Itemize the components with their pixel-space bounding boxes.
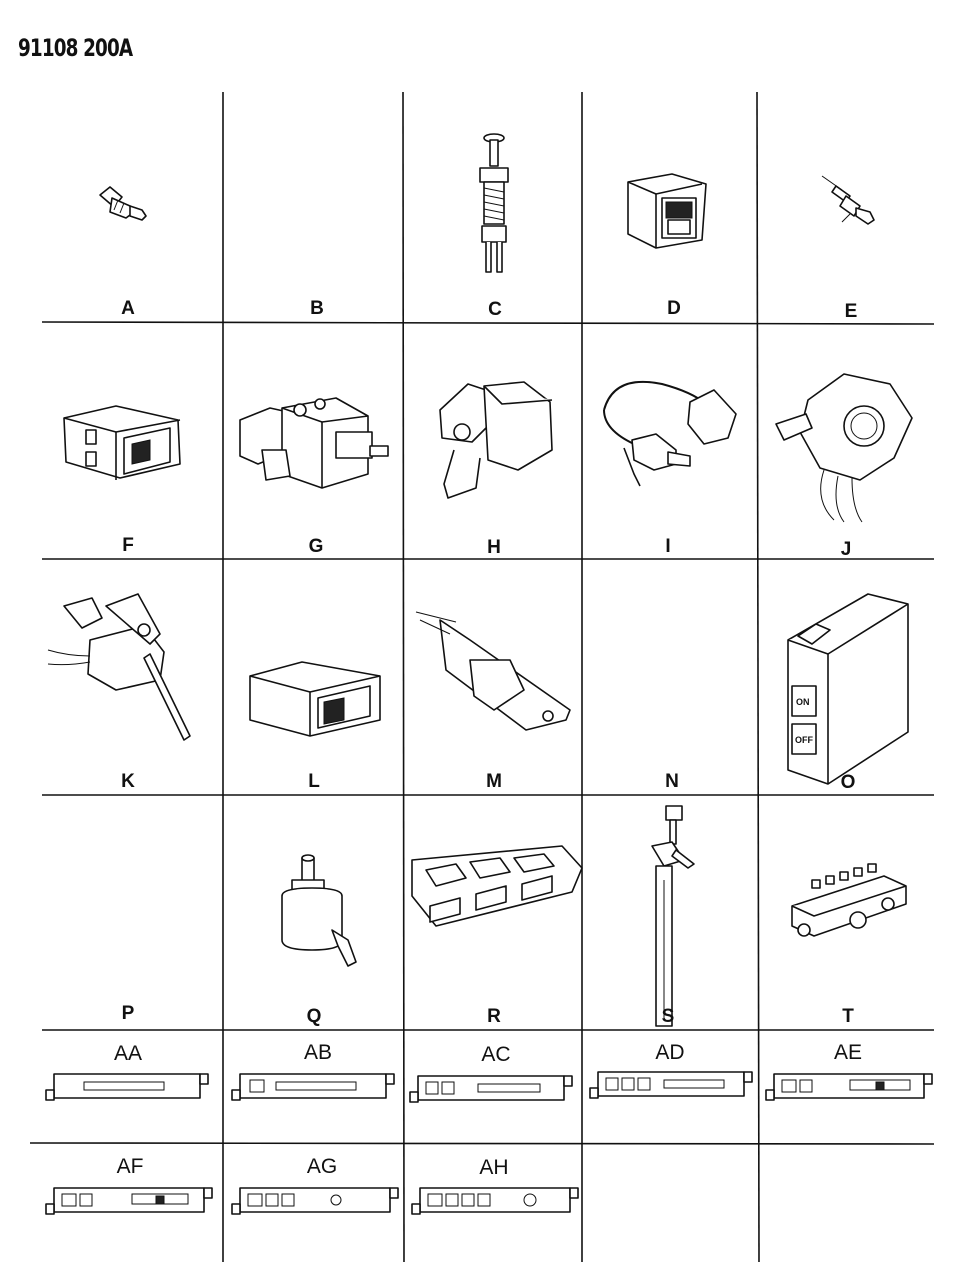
on-text: ON bbox=[796, 697, 810, 707]
label-f: F bbox=[122, 535, 134, 556]
part-s-illustration bbox=[651, 805, 695, 1027]
label-i: I bbox=[665, 536, 671, 557]
label-k: K bbox=[121, 771, 135, 792]
label-h: H bbox=[487, 537, 501, 558]
label-n: N bbox=[665, 771, 679, 792]
label-l: L bbox=[308, 771, 320, 792]
part-k-illustration bbox=[47, 593, 191, 741]
label-ac: AC bbox=[481, 1043, 511, 1066]
label-c: C bbox=[488, 299, 502, 320]
part-a-illustration bbox=[99, 186, 147, 221]
part-t-illustration bbox=[791, 863, 907, 937]
label-g: G bbox=[308, 536, 324, 557]
panel-ae-illustration bbox=[765, 1073, 933, 1101]
label-p: P bbox=[121, 1003, 135, 1024]
part-f-illustration bbox=[63, 405, 181, 480]
label-aa: AA bbox=[113, 1042, 142, 1065]
panel-ah-illustration bbox=[411, 1187, 579, 1215]
part-g-illustration bbox=[239, 397, 389, 489]
label-b: B bbox=[310, 298, 324, 319]
part-j-illustration bbox=[775, 373, 913, 523]
label-ad: AD bbox=[655, 1041, 685, 1064]
part-i-illustration bbox=[603, 380, 737, 487]
label-ab: AB bbox=[303, 1041, 332, 1064]
label-q: Q bbox=[306, 1006, 322, 1027]
panel-ab-illustration bbox=[231, 1073, 395, 1101]
label-ag: AG bbox=[306, 1155, 338, 1178]
panel-ag-illustration bbox=[231, 1187, 399, 1215]
label-s: S bbox=[661, 1006, 675, 1027]
part-d-illustration bbox=[627, 173, 707, 249]
panel-ac-illustration bbox=[409, 1075, 573, 1103]
label-t: T bbox=[842, 1006, 854, 1027]
part-e-illustration bbox=[821, 175, 875, 225]
off-text: OFF bbox=[795, 735, 813, 745]
part-o-illustration: ON OFF bbox=[787, 593, 909, 785]
panel-af-illustration bbox=[45, 1187, 213, 1215]
part-q-illustration bbox=[281, 854, 357, 967]
part-r-illustration bbox=[411, 845, 583, 927]
grid-lines bbox=[29, 91, 935, 1263]
part-c-illustration bbox=[479, 133, 509, 273]
part-l-illustration bbox=[249, 661, 381, 737]
panel-aa-illustration bbox=[45, 1073, 209, 1101]
part-h-illustration bbox=[439, 381, 553, 499]
label-ae: AE bbox=[833, 1041, 862, 1064]
label-j: J bbox=[840, 539, 852, 560]
label-e: E bbox=[844, 301, 858, 322]
part-m-illustration bbox=[415, 611, 571, 731]
label-d: D bbox=[667, 298, 681, 319]
label-af: AF bbox=[116, 1155, 144, 1178]
panel-ad-illustration bbox=[589, 1071, 753, 1099]
label-o: O bbox=[840, 772, 856, 793]
label-a: A bbox=[121, 298, 135, 319]
reference-number: 91108 200A bbox=[18, 34, 133, 62]
label-ah: AH bbox=[479, 1156, 509, 1179]
label-m: M bbox=[486, 771, 502, 792]
label-r: R bbox=[487, 1006, 501, 1027]
